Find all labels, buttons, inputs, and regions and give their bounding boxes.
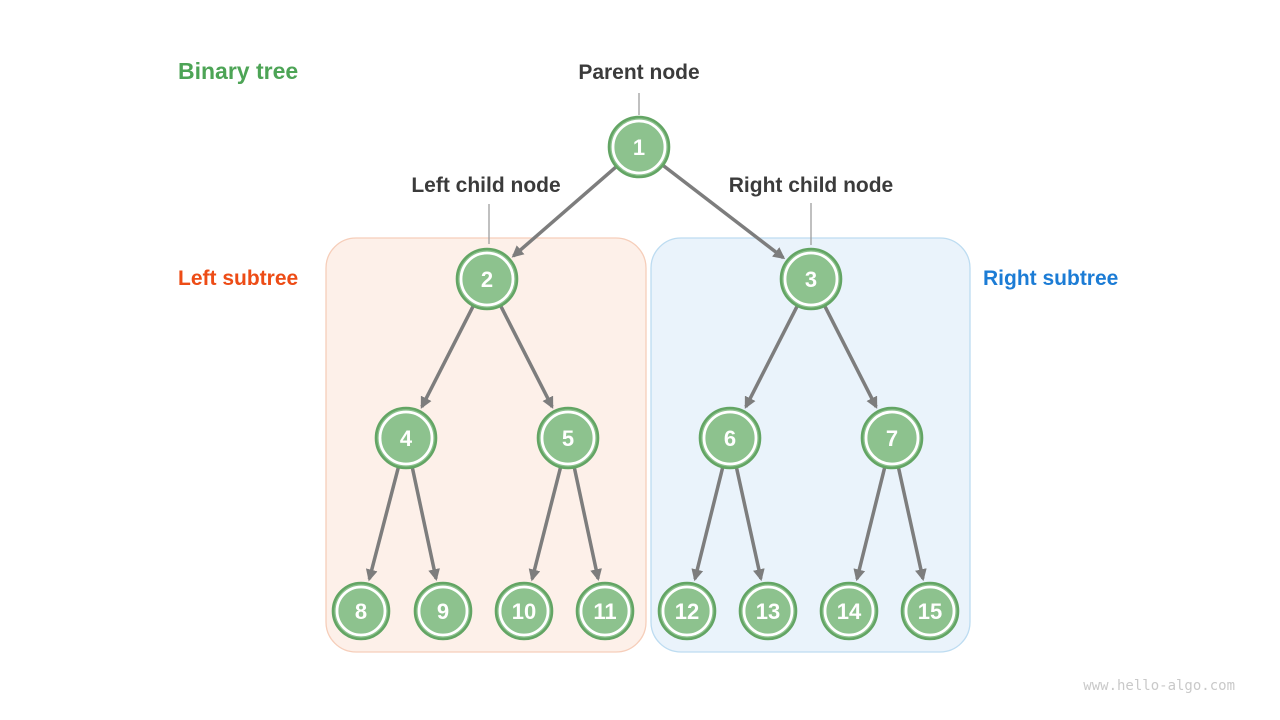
tree-node-value: 3 (805, 267, 817, 292)
tree-node-value: 1 (633, 135, 645, 160)
edge-4-9 (410, 465, 440, 582)
edge-6-13 (734, 464, 765, 582)
tree-node-circle (860, 406, 924, 470)
tree-node-circle (331, 581, 391, 641)
edge-3-7 (822, 303, 878, 409)
watermark-text: www.hello-algo.com (1083, 678, 1235, 694)
tree-node-value: 13 (756, 599, 780, 624)
left-child-node-label: Left child node (411, 174, 561, 197)
tree-node-4: 4 (374, 406, 438, 470)
tree-node-circle (374, 406, 438, 470)
tree-node-ring (702, 410, 758, 466)
parent-node-label: Parent node (578, 61, 700, 84)
tree-node-value: 12 (675, 599, 699, 624)
tree-node-circle (738, 581, 798, 641)
edge-1-3 (660, 162, 786, 260)
tree-node-ring (459, 251, 515, 307)
tree-node-ring (742, 585, 794, 637)
tree-node-circle (698, 406, 762, 470)
tree-node-10: 10 (494, 581, 554, 641)
tree-node-value: 5 (562, 426, 574, 451)
edge-5-11 (572, 465, 602, 582)
tree-node-ring (783, 251, 839, 307)
tree-node-ring (611, 119, 667, 175)
tree-node-value: 10 (512, 599, 536, 624)
edge-3-6 (744, 303, 800, 409)
tree-node-ring (378, 410, 434, 466)
tree-node-circle (819, 581, 879, 641)
left-subtree-label: Left subtree (178, 267, 299, 290)
tree-node-9: 9 (413, 581, 473, 641)
tree-node-1: 1 (607, 115, 671, 179)
edge-7-14 (853, 464, 887, 582)
tree-node-value: 14 (837, 599, 862, 624)
tree-node-circle (607, 115, 671, 179)
tree-node-circle (779, 247, 843, 311)
tree-node-15: 15 (900, 581, 960, 641)
tree-node-ring (540, 410, 596, 466)
tree-node-6: 6 (698, 406, 762, 470)
tree-node-14: 14 (819, 581, 879, 641)
tree-node-value: 9 (437, 599, 449, 624)
tree-node-3: 3 (779, 247, 843, 311)
tree-node-ring (864, 410, 920, 466)
tree-node-8: 8 (331, 581, 391, 641)
tree-node-13: 13 (738, 581, 798, 641)
diagram-title: Binary tree (178, 58, 299, 84)
tree-node-value: 15 (918, 599, 942, 624)
tree-node-value: 11 (593, 599, 616, 624)
tree-node-ring (335, 585, 387, 637)
tree-node-value: 2 (481, 267, 493, 292)
tree-node-12: 12 (657, 581, 717, 641)
right-subtree-label: Right subtree (983, 267, 1119, 290)
tree-node-ring (823, 585, 875, 637)
tree-node-circle (494, 581, 554, 641)
edge-5-10 (528, 464, 563, 582)
tree-node-11: 11 (575, 581, 635, 641)
tree-node-2: 2 (455, 247, 519, 311)
tree-node-circle (536, 406, 600, 470)
tree-node-value: 7 (886, 426, 898, 451)
tree-node-ring (661, 585, 713, 637)
tree-node-value: 8 (355, 599, 367, 624)
tree-node-circle (455, 247, 519, 311)
tree-node-circle (900, 581, 960, 641)
tree-node-5: 5 (536, 406, 600, 470)
right-child-node-label: Right child node (728, 174, 894, 197)
edge-2-4 (420, 303, 476, 409)
tree-node-circle (413, 581, 473, 641)
left-subtree-box (325, 237, 647, 653)
tree-node-circle (575, 581, 635, 641)
edge-1-2 (511, 164, 620, 258)
tree-node-value: 6 (724, 426, 736, 451)
tree-node-circle (657, 581, 717, 641)
edge-6-12 (691, 464, 725, 582)
tree-node-ring (417, 585, 469, 637)
tree-node-value: 4 (400, 426, 413, 451)
edge-2-5 (498, 303, 554, 409)
tree-node-ring (498, 585, 550, 637)
edge-4-8 (365, 464, 401, 582)
tree-node-ring (904, 585, 956, 637)
edge-7-15 (896, 464, 927, 582)
tree-node-7: 7 (860, 406, 924, 470)
tree-node-ring (579, 585, 631, 637)
